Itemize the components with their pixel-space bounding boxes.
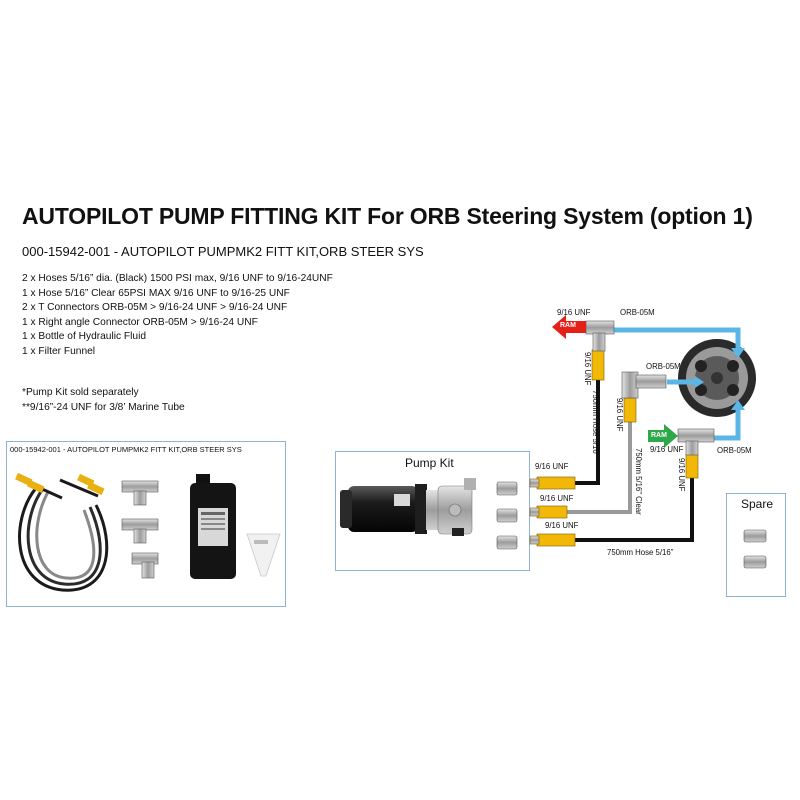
ram-label-right: RAM bbox=[651, 432, 667, 439]
hose-end-fitting bbox=[623, 397, 637, 423]
list-item: 1 x Right angle Connector ORB-05M > 9/16… bbox=[22, 316, 258, 328]
spare-label: Spare bbox=[741, 497, 774, 511]
page-title: AUTOPILOT PUMP FITTING KIT For ORB Steer… bbox=[22, 203, 753, 229]
kit-contents-list: 2 x Hoses 5/16” dia. (Black) 1500 PSI ma… bbox=[22, 272, 333, 360]
pump-kit-label: Pump Kit bbox=[405, 456, 454, 470]
steering-helm-unit bbox=[678, 339, 756, 417]
list-item: 1 x Hose 5/16” Clear 65PSI MAX 9/16 UNF … bbox=[22, 287, 290, 299]
pump-port-fitting bbox=[496, 508, 518, 523]
pump-port-fitting bbox=[496, 535, 518, 550]
blue-arrowhead bbox=[731, 348, 745, 358]
label-vertical-hose-black: 750mm Hose 5/16” bbox=[591, 390, 600, 457]
label-vertical-unf-1: 9/16 UNF bbox=[583, 352, 592, 386]
t-connector bbox=[585, 320, 615, 352]
spare-panel bbox=[726, 493, 786, 597]
label-vertical-hose-clear: 750mm 5/16” Clear bbox=[634, 448, 643, 515]
pump-motor bbox=[340, 478, 476, 536]
hydraulic-fluid-bottle bbox=[190, 474, 236, 579]
ram-arrow-red bbox=[552, 315, 586, 339]
filter-funnel bbox=[246, 533, 281, 577]
label-pump-unf-2: 9/16 UNF bbox=[540, 494, 574, 503]
label-pump-unf-1: 9/16 UNF bbox=[535, 462, 569, 471]
hose-end-fitting bbox=[529, 505, 568, 519]
hose-end-fitting bbox=[685, 453, 699, 479]
label-right-orb: ORB-05M bbox=[717, 446, 752, 455]
ram-arrow-green bbox=[648, 424, 678, 448]
spare-fitting bbox=[743, 555, 767, 569]
label-vertical-unf-3: 9/16 UNF bbox=[677, 458, 686, 492]
right-angle-connector-photo bbox=[131, 552, 159, 579]
list-item: 2 x T Connectors ORB-05M > 9/16-24 UNF >… bbox=[22, 302, 288, 314]
t-connector-photo bbox=[121, 518, 159, 544]
hose-end-fitting bbox=[591, 349, 605, 381]
list-item: 1 x Bottle of Hydraulic Fluid bbox=[22, 331, 147, 343]
label-right-unf: 9/16 UNF bbox=[650, 445, 684, 454]
fluid-line-blue bbox=[612, 327, 741, 441]
kit-part-number: 000-15942-001 - AUTOPILOT PUMPMK2 FITT K… bbox=[22, 244, 424, 259]
hose-end-fitting bbox=[529, 533, 576, 547]
label-bottom-hose: 750mm Hose 5/16” bbox=[607, 548, 674, 557]
t-connector-photo bbox=[121, 480, 159, 506]
photo-caption: 000-15942-001 - AUTOPILOT PUMPMK2 FITT K… bbox=[10, 445, 242, 454]
label-pump-unf-3: 9/16 UNF bbox=[545, 521, 579, 530]
clear-hose bbox=[566, 420, 632, 514]
hose-end-fitting bbox=[529, 476, 576, 490]
ram-label-left: RAM bbox=[560, 322, 576, 329]
black-hose bbox=[574, 378, 600, 485]
list-item: 1 x Filter Funnel bbox=[22, 345, 96, 357]
label-top-orb: ORB-05M bbox=[620, 308, 655, 317]
pump-port-fitting bbox=[496, 481, 518, 496]
label-vertical-unf-2: 9/16 UNF bbox=[615, 398, 624, 432]
t-connector bbox=[677, 428, 715, 456]
notes-list: *Pump Kit sold separately **9/16”-24 UNF… bbox=[22, 386, 185, 415]
label-top-unf: 9/16 UNF bbox=[557, 308, 591, 317]
hose-coil-illustration bbox=[15, 472, 109, 592]
list-item: 2 x Hoses 5/16” dia. (Black) 1500 PSI ma… bbox=[22, 273, 333, 284]
label-mid-orb: ORB-05M bbox=[646, 362, 681, 371]
black-hose bbox=[574, 476, 694, 542]
right-angle-connector bbox=[621, 371, 667, 399]
list-item: *Pump Kit sold separately bbox=[22, 387, 139, 398]
spare-fitting bbox=[743, 529, 767, 543]
blue-arrowhead bbox=[731, 400, 745, 410]
list-item: **9/16”-24 UNF for 3/8’ Marine Tube bbox=[22, 401, 185, 413]
blue-arrowhead bbox=[695, 376, 704, 388]
